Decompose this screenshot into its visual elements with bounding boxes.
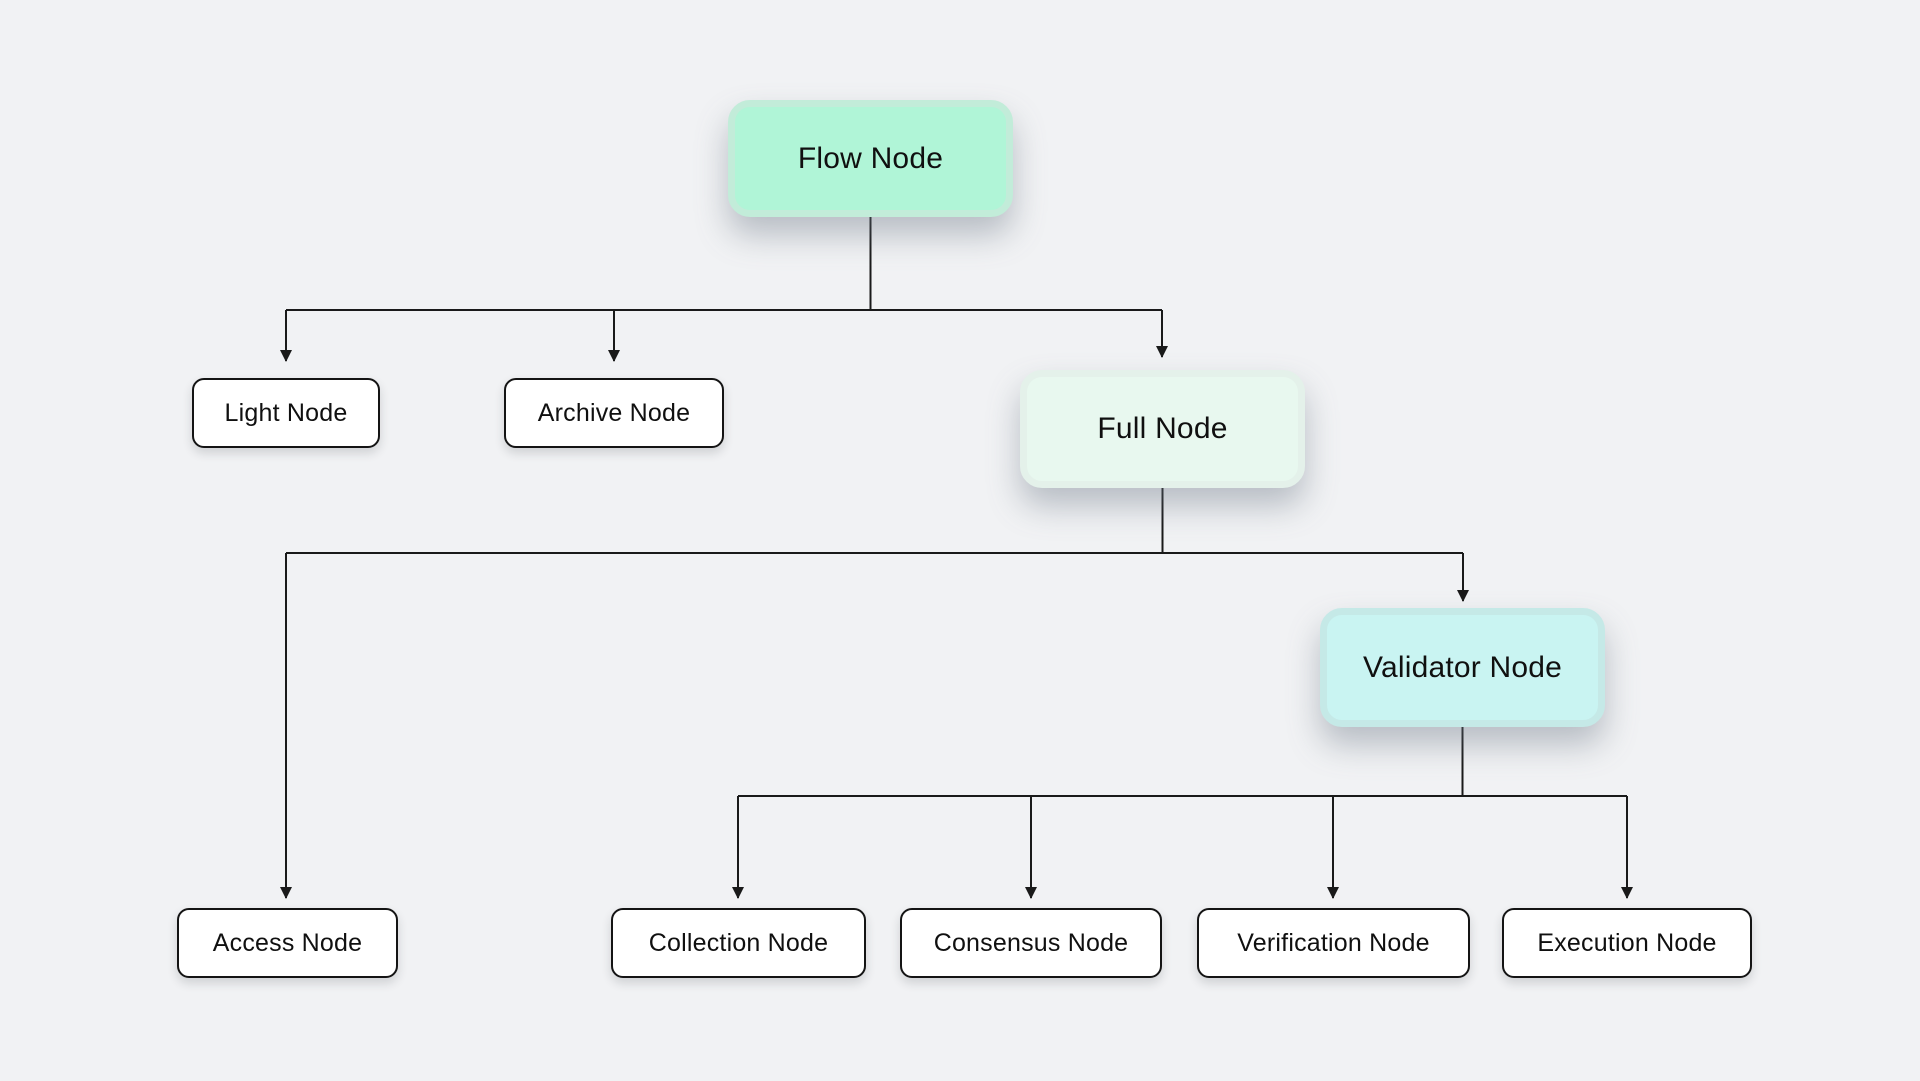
node-verification: Verification Node [1197,908,1470,978]
node-execution: Execution Node [1502,908,1752,978]
node-validator: Validator Node [1320,608,1605,727]
node-full: Full Node [1020,370,1305,488]
node-consensus: Consensus Node [900,908,1162,978]
node-consensus-label: Consensus Node [933,928,1129,957]
node-archive-label: Archive Node [537,398,691,427]
node-execution-label: Execution Node [1537,928,1717,957]
node-light-label: Light Node [224,398,348,427]
node-collection-label: Collection Node [648,928,829,957]
node-full-label: Full Node [1097,412,1228,445]
node-collection: Collection Node [611,908,866,978]
node-validator-label: Validator Node [1362,650,1563,684]
node-flow: Flow Node [728,100,1013,217]
node-verification-label: Verification Node [1237,928,1430,957]
node-light: Light Node [192,378,380,448]
node-archive: Archive Node [504,378,724,448]
node-access-label: Access Node [212,928,363,957]
node-flow-label: Flow Node [797,141,944,175]
node-access: Access Node [177,908,398,978]
